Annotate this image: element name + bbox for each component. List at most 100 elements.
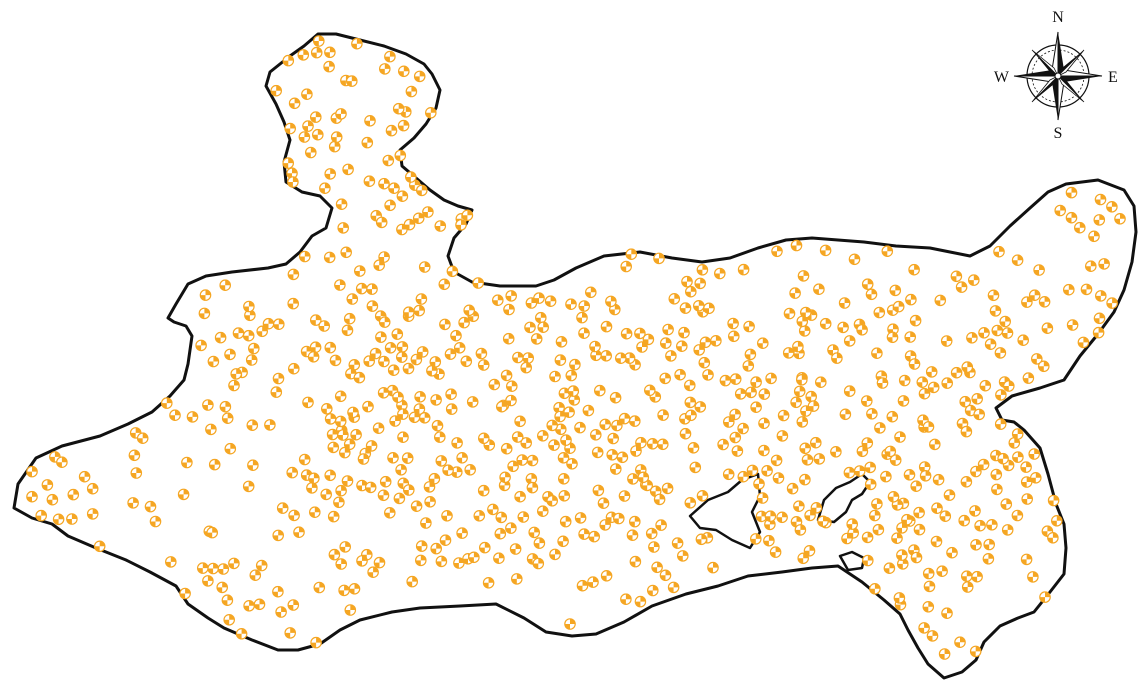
quartered-circle-marker-icon <box>245 354 258 366</box>
quartered-circle-marker-icon <box>786 482 799 495</box>
quartered-circle-marker-icon <box>565 369 578 382</box>
quartered-circle-marker-icon <box>165 556 177 568</box>
quartered-circle-marker-icon <box>864 461 877 474</box>
quartered-circle-marker-icon <box>546 419 559 432</box>
quartered-circle-marker-icon <box>926 630 939 642</box>
quartered-circle-marker-icon <box>56 456 68 469</box>
quartered-circle-marker-icon <box>219 279 231 292</box>
quartered-circle-marker-icon <box>744 348 757 361</box>
quartered-circle-marker-icon <box>181 456 193 469</box>
quartered-circle-marker-icon <box>361 136 374 149</box>
quartered-circle-marker-icon <box>592 484 605 497</box>
quartered-circle-marker-icon <box>346 293 359 305</box>
quartered-circle-marker-icon <box>865 288 878 301</box>
quartered-circle-marker-icon <box>1098 258 1110 270</box>
quartered-circle-marker-icon <box>978 326 990 339</box>
quartered-circle-marker-icon <box>320 488 333 501</box>
quartered-circle-marker-icon <box>284 627 297 639</box>
quartered-circle-marker-icon <box>382 154 395 167</box>
quartered-circle-marker-icon <box>807 400 820 412</box>
quartered-circle-marker-icon <box>355 282 368 295</box>
quartered-circle-marker-icon <box>493 552 505 565</box>
quartered-circle-marker-icon <box>533 537 546 549</box>
quartered-circle-marker-icon <box>574 512 587 524</box>
quartered-circle-marker-icon <box>684 496 697 509</box>
quartered-circle-marker-icon <box>392 391 404 404</box>
quartered-circle-marker-icon <box>729 373 742 385</box>
quartered-circle-marker-icon <box>310 46 323 59</box>
quartered-circle-marker-icon <box>377 489 390 502</box>
quartered-circle-marker-icon <box>276 502 289 514</box>
quartered-circle-marker-icon <box>549 548 561 561</box>
quartered-circle-marker-icon <box>463 304 476 317</box>
quartered-circle-marker-icon <box>694 401 707 413</box>
quartered-circle-marker-icon <box>378 316 391 328</box>
quartered-circle-marker-icon <box>410 353 423 366</box>
quartered-circle-marker-icon <box>341 324 354 337</box>
quartered-circle-marker-icon <box>353 265 366 277</box>
quartered-circle-marker-icon <box>1001 327 1014 339</box>
quartered-circle-marker-icon <box>803 544 816 557</box>
quartered-circle-marker-icon <box>52 513 65 526</box>
quartered-circle-marker-icon <box>206 526 218 539</box>
quartered-circle-marker-icon <box>969 505 981 517</box>
quartered-circle-marker-icon <box>936 565 948 578</box>
quartered-circle-marker-icon <box>618 412 631 425</box>
quartered-circle-marker-icon <box>707 561 719 574</box>
quartered-circle-marker-icon <box>628 515 641 528</box>
quartered-circle-marker-icon <box>662 323 674 336</box>
quartered-circle-marker-icon <box>694 277 707 290</box>
quartered-circle-marker-icon <box>208 458 221 471</box>
quartered-circle-marker-icon <box>312 35 325 47</box>
quartered-circle-marker-icon <box>255 559 268 572</box>
quartered-circle-marker-icon <box>950 270 963 283</box>
quartered-circle-marker-icon <box>717 438 729 451</box>
quartered-circle-marker-icon <box>600 569 613 582</box>
quartered-circle-marker-icon <box>589 340 601 353</box>
quartered-circle-marker-icon <box>635 436 647 449</box>
quartered-circle-marker-icon <box>369 347 382 360</box>
quartered-circle-marker-icon <box>1065 211 1078 224</box>
quartered-circle-marker-icon <box>684 285 697 298</box>
quartered-circle-marker-icon <box>309 111 322 123</box>
quartered-circle-marker-icon <box>600 320 613 333</box>
quartered-circle-marker-icon <box>557 535 569 548</box>
quartered-circle-marker-icon <box>961 361 974 373</box>
quartered-circle-marker-icon <box>445 403 458 415</box>
quartered-circle-marker-icon <box>275 606 287 618</box>
quartered-circle-marker-icon <box>298 453 311 466</box>
quartered-circle-marker-icon <box>128 449 141 462</box>
quartered-circle-marker-icon <box>861 437 874 449</box>
quartered-circle-marker-icon <box>334 390 347 403</box>
quartered-circle-marker-icon <box>578 327 590 340</box>
quartered-circle-marker-icon <box>270 84 283 97</box>
quartered-circle-marker-icon <box>913 506 925 519</box>
quartered-circle-marker-icon <box>984 338 997 351</box>
quartered-circle-marker-icon <box>566 457 578 470</box>
quartered-circle-marker-icon <box>593 384 606 397</box>
quartered-circle-marker-icon <box>871 347 883 360</box>
quartered-circle-marker-icon <box>366 283 378 295</box>
quartered-circle-marker-icon <box>362 400 374 413</box>
quartered-circle-marker-icon <box>555 335 568 348</box>
quartered-circle-marker-icon <box>1063 283 1075 296</box>
quartered-circle-marker-icon <box>402 362 415 375</box>
quartered-circle-marker-icon <box>696 489 709 502</box>
compass-rose-icon: N S E W <box>994 9 1118 142</box>
quartered-circle-marker-icon <box>750 376 762 388</box>
quartered-circle-marker-icon <box>793 385 806 398</box>
quartered-circle-marker-icon <box>287 599 300 611</box>
quartered-circle-marker-icon <box>934 294 947 307</box>
quartered-circle-marker-icon <box>310 636 322 649</box>
quartered-circle-marker-icon <box>582 404 595 417</box>
quartered-circle-marker-icon <box>228 379 240 392</box>
quartered-circle-marker-icon <box>339 541 352 553</box>
quartered-circle-marker-icon <box>940 335 953 347</box>
quartered-circle-marker-icon <box>922 567 935 580</box>
quartered-circle-marker-icon <box>903 468 916 481</box>
quartered-circle-marker-icon <box>758 444 770 457</box>
quartered-circle-marker-icon <box>794 524 807 536</box>
quartered-circle-marker-icon <box>420 517 432 529</box>
quartered-circle-marker-icon <box>576 311 588 324</box>
quartered-circle-marker-icon <box>588 530 601 543</box>
